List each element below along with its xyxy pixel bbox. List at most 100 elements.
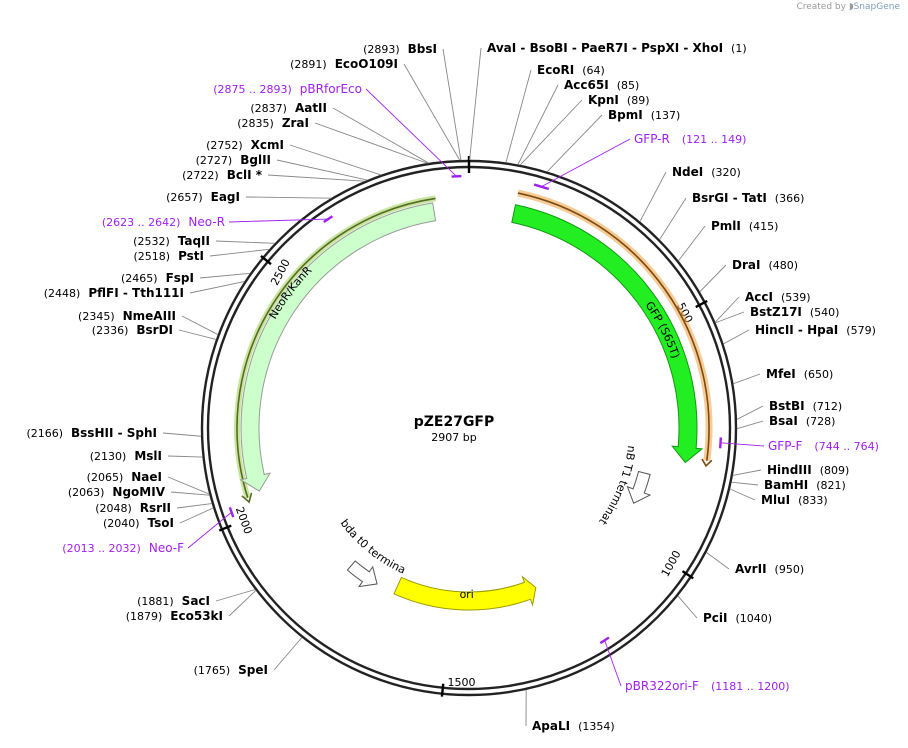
enzyme-leader-line [332,107,429,164]
credit-brand: SnapGene [853,2,900,12]
enzyme-name: BstBI [769,399,805,413]
enzyme-name: Acc65I [564,78,609,92]
enzyme-name: AvaI - BsoBI - PaeR7I - PspXI - XhoI [487,41,723,55]
enzyme-leader-line [469,47,482,161]
enzyme-label: (2063)NgoMIV [68,485,166,499]
enzyme-label: BsrGI - TatI(366) [692,191,804,205]
enzyme-leader-line [519,99,583,166]
enzyme-leader-line [403,63,461,161]
scale-tick [440,683,445,697]
enzyme-label: BsaI(728) [769,414,835,428]
gfp-feature-arrow [511,204,704,464]
enzyme-label: HincII - HpaI(579) [755,323,876,337]
enzyme-name: EcoRI [537,63,574,77]
rrnb-terminator-arrow [626,470,652,504]
enzyme-label: PciI(1040) [703,611,772,625]
enzyme-name: BglII [240,153,271,167]
primer-binding-mark [599,636,610,645]
enzyme-position: (137) [651,109,681,122]
primer-leader-line [720,442,765,447]
primer-name: GFP-F [768,439,803,453]
enzyme-position: (2345) [78,310,115,323]
enzyme-name: BsrDI [136,323,173,337]
enzyme-position: (64) [582,64,605,77]
primer-name: pBR322ori-F [625,679,699,693]
enzyme-name: BbsI [408,42,437,56]
enzyme-label: (2166) BssHII - SphI [26,426,157,440]
enzyme-name: SpeI [238,663,268,677]
enzyme-leader-line [505,69,532,163]
enzyme-label: AccI(539) [745,290,811,304]
enzyme-label: (2893)BbsI [363,42,437,56]
enzyme-name: BclI * [227,168,263,182]
enzyme-label: BstBI(712) [769,399,842,413]
enzyme-label: (1879)Eco53kI [126,609,223,623]
enzyme-position: (2166) [26,427,63,440]
enzyme-position: (821) [816,479,846,492]
primer-leader-line [365,88,457,177]
enzyme-leader-line [733,373,761,385]
enzyme-label: PmlI(415) [711,219,778,233]
enzyme-position: (950) [775,563,805,576]
enzyme-position: (2336) [92,324,129,337]
enzyme-name: TaqII [178,234,210,248]
enzyme-label: Acc65I (85) [564,78,639,92]
enzyme-leader-line [276,159,368,181]
enzyme-leader-line [289,144,382,176]
enzyme-leader-line [167,476,210,495]
enzyme-label: (2722)BclI * [182,168,263,182]
enzyme-leader-line [181,315,219,335]
enzyme-position: (85) [617,79,640,92]
enzyme-position: (2727) [196,154,233,167]
scale-tick [218,524,232,532]
enzyme-label: (2837)AatII [250,101,327,115]
enzyme-position: (650) [804,368,834,381]
primer-name: Neo-F [149,541,184,555]
primer-leader-line [541,138,631,188]
enzyme-leader-line [732,469,762,476]
enzyme-name: AvrII [735,562,767,576]
neo-region-outer-line [236,197,436,498]
primer-binding-mark [228,506,235,518]
enzyme-name: KpnI [588,93,619,107]
enzyme-position: (2048) [95,502,132,515]
enzyme-name: Eco53kI [170,609,223,623]
enzyme-name: PstI [178,249,204,263]
enzyme-name: NdeI [672,165,703,179]
enzyme-leader-line [273,637,303,671]
enzyme-leader-line [736,420,764,430]
enzyme-position: (2835) [237,117,274,130]
primer-label: (2013 .. 2032)Neo-F [62,541,184,555]
enzyme-leader-line [639,171,667,222]
enzyme-name: BssHII - SphI [71,426,157,440]
enzyme-name: XcmI [251,138,284,152]
enzyme-label: AvrII (950) [735,562,804,576]
enzyme-leader-line [228,590,257,617]
enzyme-name: MluI [761,493,790,507]
enzyme-name: MfeI [766,367,796,381]
gfp-region-outer-line [517,192,710,461]
enzyme-position: (480) [768,259,798,272]
enzyme-position: (540) [810,306,840,319]
enzyme-label: (2048)RsrII [95,501,171,515]
enzyme-position: (2837) [250,102,287,115]
enzyme-label: (2345)NmeAIII [78,309,176,323]
enzyme-position: (579) [846,324,876,337]
enzyme-position: (833) [798,494,828,507]
primer-range: (2875 .. 2893) [213,83,292,96]
enzyme-label: (2752)XcmI [206,138,284,152]
enzyme-leader-line [723,329,750,345]
primer-label: pBR322ori-F (1181 .. 1200) [625,679,790,693]
scale-tick-label: 1000 [659,548,684,579]
scale-tick [681,570,694,580]
enzyme-leader-line [162,432,202,437]
enzyme-name: SacI [182,594,210,608]
enzyme-name: PmlI [711,219,741,233]
primer-range: (1181 .. 1200) [711,680,790,693]
enzyme-leader-line [167,455,203,458]
primer-binding-mark [718,437,723,449]
enzyme-leader-line [199,272,251,279]
enzyme-position: (1354) [578,720,615,733]
enzyme-name: TsoI [148,516,174,530]
enzyme-name: PflFI - Tth111I [88,286,184,300]
